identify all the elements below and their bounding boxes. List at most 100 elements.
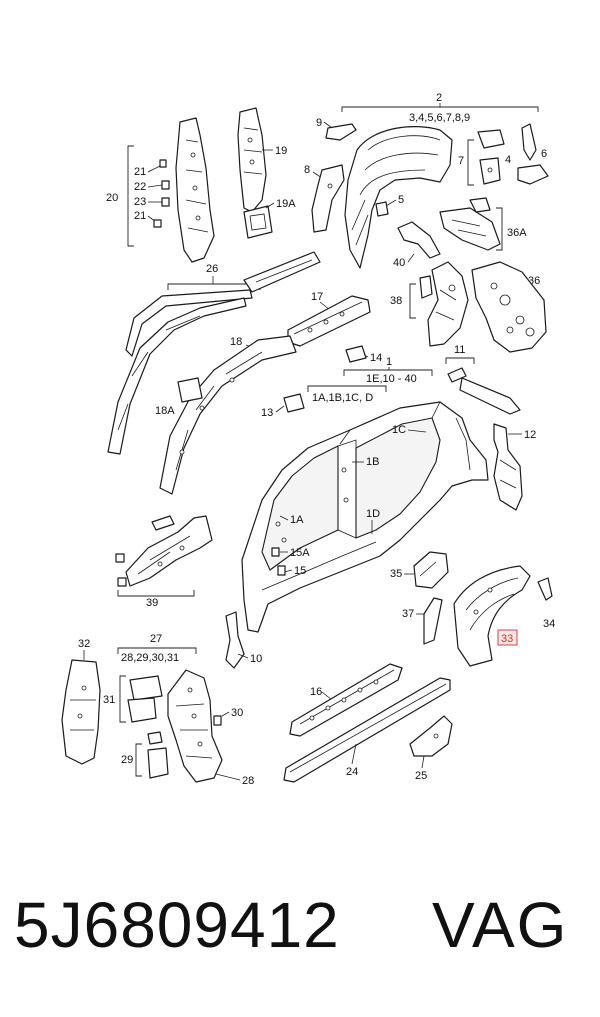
side-panel-group: 14 1 1E,10 - 40 1A,1B,1C, D 13 1C 1B 1A … — [241, 344, 536, 633]
callout-18A: 18A — [155, 405, 175, 417]
parts-exploded-diagram: 2 3,4,5,6,7,8,9 9 8 5 7 4 6 36A — [61, 92, 555, 787]
part-33 — [453, 565, 531, 667]
part-11a — [447, 367, 467, 383]
part-39 — [125, 515, 213, 587]
callout-33: 33 — [501, 633, 513, 645]
part-12 — [493, 423, 523, 511]
callout-12: 12 — [524, 429, 536, 441]
callout-13: 13 — [261, 407, 273, 419]
part-15A — [271, 547, 280, 557]
part-40 — [397, 221, 441, 259]
callout-31: 31 — [103, 694, 115, 706]
b-pillar-lower-group: 32 27 28,29,30,31 31 30 29 28 — [61, 633, 254, 787]
part-32 — [61, 659, 101, 765]
part-35 — [413, 551, 449, 589]
part-6 — [521, 123, 537, 161]
part-38 — [419, 275, 433, 299]
part-13 — [283, 393, 305, 413]
callout-9: 9 — [316, 117, 322, 129]
part-31-a — [129, 675, 163, 701]
callout-10: 10 — [250, 653, 262, 665]
callout-20: 20 — [106, 192, 118, 204]
part-14 — [345, 345, 367, 363]
part-23 — [161, 197, 170, 207]
callout-3-9: 3,4,5,6,7,8,9 — [409, 112, 470, 124]
part-7a — [477, 129, 505, 149]
inner-wheelhouse-part — [344, 126, 453, 269]
callout-23: 23 — [134, 196, 146, 208]
callout-27: 27 — [150, 633, 162, 645]
part-18 — [159, 335, 297, 495]
part-36A-a — [439, 207, 501, 251]
part-17 — [287, 295, 371, 347]
wheelhouse-group: 2 3,4,5,6,7,8,9 9 8 5 7 4 6 36A — [304, 92, 549, 353]
callout-21a: 21 — [134, 166, 146, 178]
callout-5: 5 — [398, 194, 404, 206]
callout-21b: 21 — [134, 210, 146, 222]
callout-40: 40 — [393, 257, 405, 269]
part-30 — [213, 715, 222, 726]
callout-2: 2 — [436, 92, 442, 104]
part-37 — [423, 597, 443, 645]
callout-16: 16 — [310, 686, 322, 698]
part-22 — [161, 180, 170, 190]
callout-14: 14 — [370, 352, 382, 364]
callout-36A: 36A — [507, 227, 527, 239]
roof-rail-front — [125, 289, 253, 357]
callout-7: 7 — [458, 155, 464, 167]
callout-30: 30 — [231, 707, 243, 719]
callout-1: 1 — [386, 356, 392, 368]
callout-24: 24 — [346, 766, 358, 778]
part-24 — [283, 677, 451, 783]
callout-6: 6 — [541, 148, 547, 160]
part-39-nut-b — [117, 577, 127, 587]
bracket-10-group: 10 — [225, 611, 262, 669]
callout-26: 26 — [206, 263, 218, 275]
callout-1D: 1D — [366, 508, 380, 520]
callout-19A: 19A — [276, 198, 296, 210]
part-8 — [311, 164, 345, 233]
callout-39: 39 — [146, 597, 158, 609]
wheel-liner-group: 35 37 33 34 — [390, 551, 555, 667]
part-29-a — [147, 731, 163, 745]
part-9 — [325, 123, 357, 141]
part-19A — [243, 205, 273, 239]
callout-33-highlight — [497, 629, 518, 646]
pillar-group: 20 21 22 23 21 19 19A — [106, 107, 296, 263]
callout-29: 29 — [121, 754, 133, 766]
sill-group: 16 24 25 — [283, 663, 453, 783]
part-15 — [277, 565, 286, 576]
callout-2831: 28,29,30,31 — [121, 652, 179, 664]
part-number: 5J6809412 — [14, 889, 340, 961]
part-34 — [537, 577, 553, 601]
a-pillar-long — [107, 297, 247, 455]
callout-1E: 1E,10 - 40 — [366, 373, 417, 385]
part-21a — [159, 159, 167, 168]
callout-28: 28 — [242, 775, 254, 787]
callout-35: 35 — [390, 568, 402, 580]
callout-25: 25 — [415, 770, 427, 782]
part-29-b — [147, 747, 169, 779]
callout-22: 22 — [134, 181, 146, 193]
part-11b — [459, 377, 521, 415]
brand-name: VAG — [432, 889, 569, 961]
part-5 — [375, 201, 389, 217]
reinforcement-39-group: 39 — [115, 515, 213, 609]
part-10 — [225, 611, 245, 669]
pillar-inner-rear — [427, 261, 469, 347]
part-39-clip — [151, 515, 175, 531]
callout-1C: 1C — [392, 424, 406, 436]
callout-4: 4 — [505, 154, 511, 166]
callout-18: 18 — [230, 336, 242, 348]
part-39-nut-a — [115, 553, 125, 563]
callout-1ABC: 1A,1B,1C, D — [312, 392, 373, 404]
callout-1B: 1B — [366, 456, 379, 468]
part-4 — [517, 164, 549, 185]
part-18A — [177, 377, 203, 403]
b-pillar-lower — [167, 669, 223, 783]
part-25 — [409, 715, 453, 757]
callout-8: 8 — [304, 164, 310, 176]
callout-32: 32 — [78, 638, 90, 650]
callout-19: 19 — [275, 145, 287, 157]
callout-11: 11 — [454, 344, 465, 356]
